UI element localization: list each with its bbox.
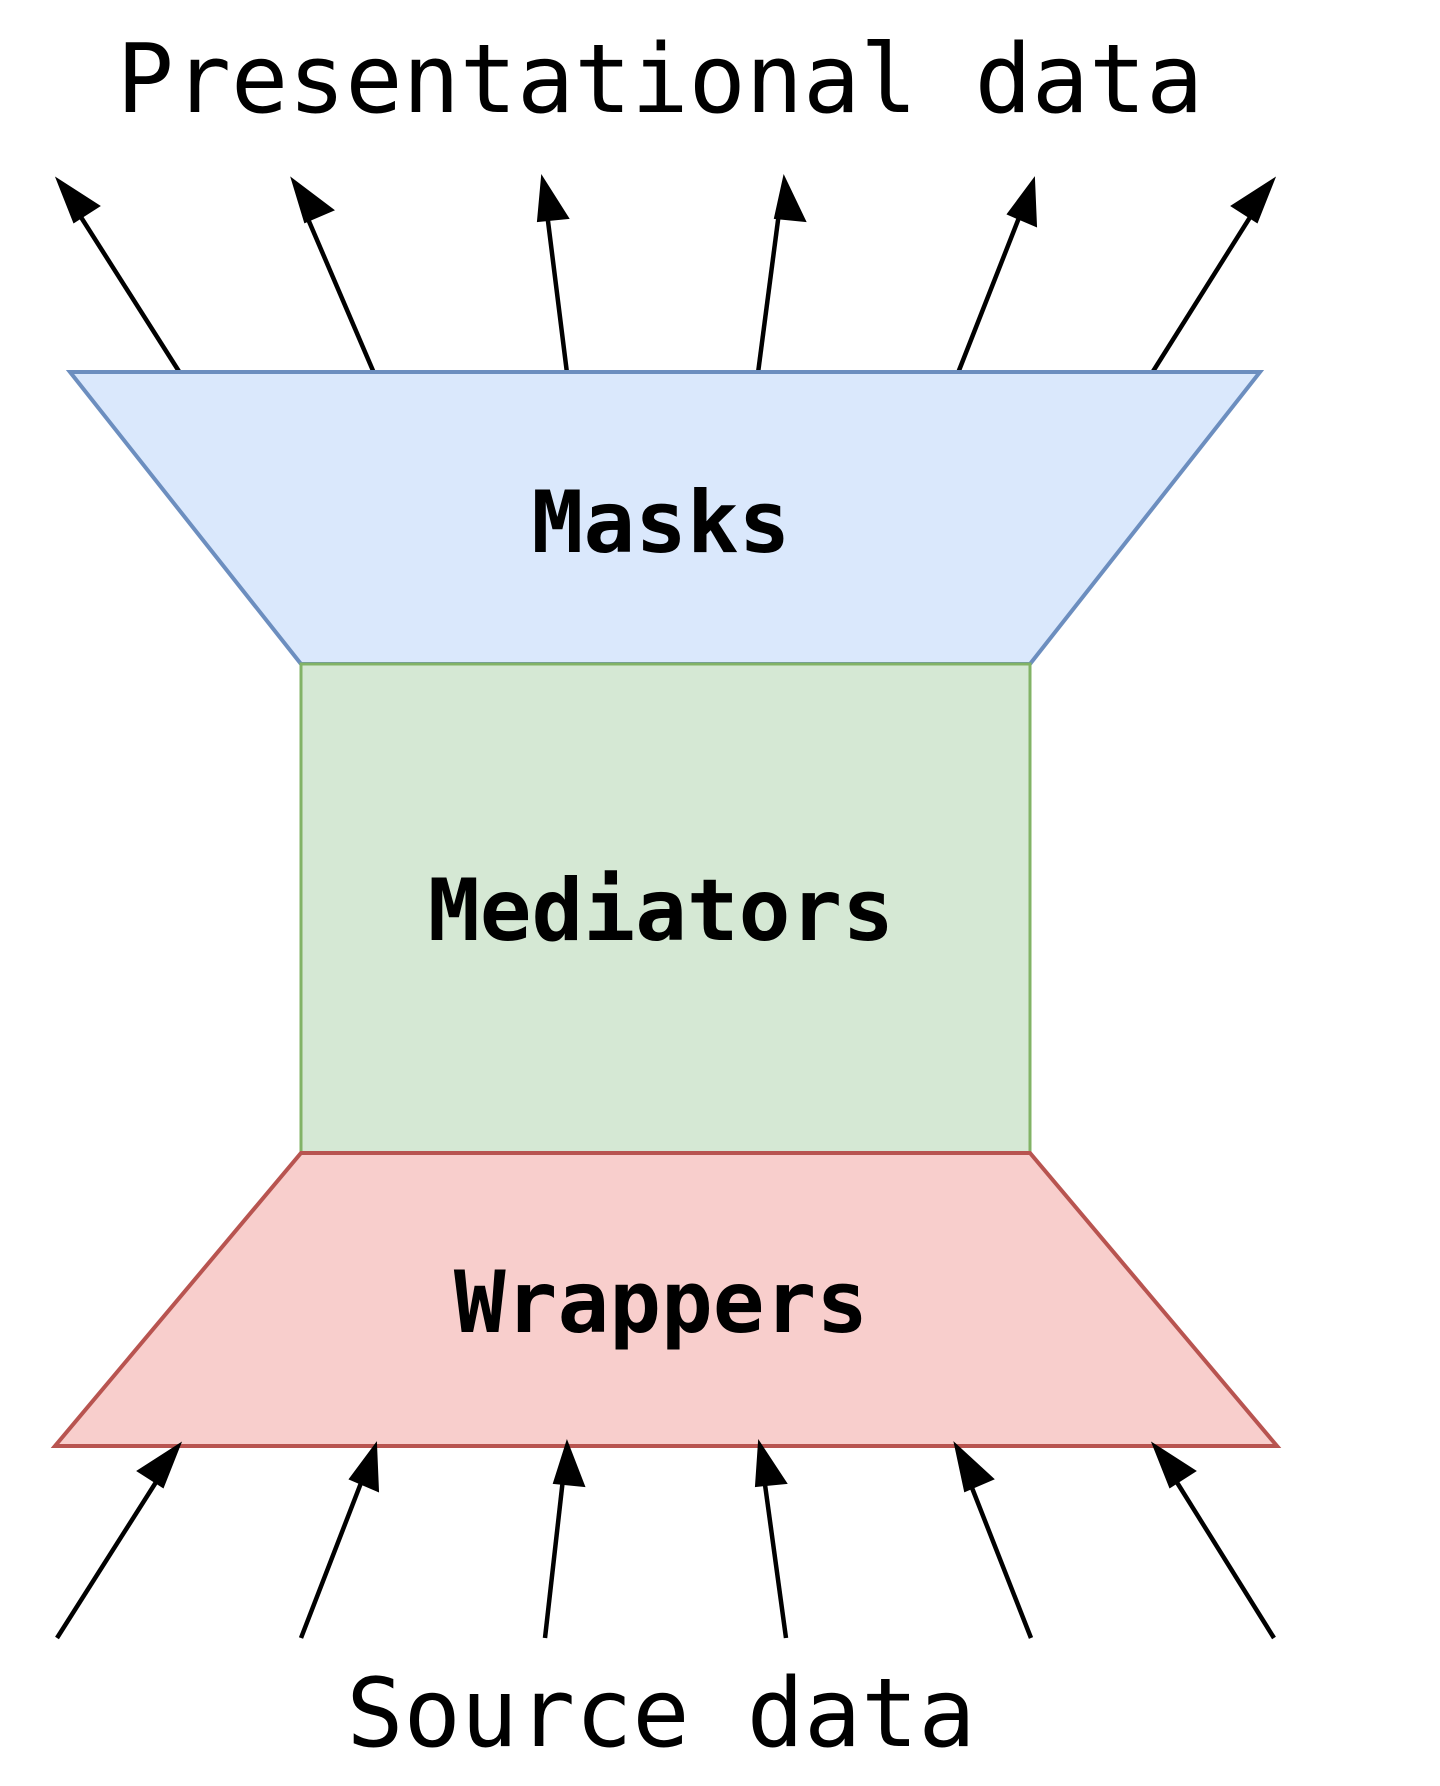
output-arrow bbox=[1150, 176, 1277, 375]
mediators-layer: Mediators bbox=[299, 662, 1032, 1155]
output-arrow bbox=[755, 173, 807, 374]
input-arrow bbox=[542, 1438, 586, 1639]
wrappers-label: Wrappers bbox=[454, 1253, 868, 1353]
presentational-data-label: Presentational data bbox=[117, 25, 1204, 135]
input-arrows bbox=[55, 1438, 1276, 1640]
output-arrow bbox=[955, 176, 1038, 374]
output-arrow bbox=[536, 173, 570, 374]
masks-label: Masks bbox=[532, 473, 791, 573]
input-arrow bbox=[55, 1441, 183, 1640]
masks-layer: Masks bbox=[65, 370, 1265, 666]
input-arrow bbox=[953, 1441, 1034, 1639]
input-arrow bbox=[1150, 1441, 1276, 1640]
output-arrows bbox=[54, 173, 1277, 375]
output-arrow bbox=[290, 176, 377, 374]
output-arrow bbox=[54, 176, 182, 375]
input-arrow bbox=[298, 1441, 380, 1639]
mediators-shape bbox=[299, 662, 1032, 1155]
wrappers-shape bbox=[50, 1151, 1282, 1448]
source-data-label: Source data bbox=[346, 1659, 975, 1769]
input-arrow bbox=[754, 1438, 789, 1639]
mediators-label: Mediators bbox=[428, 861, 894, 961]
wrappers-layer: Wrappers bbox=[50, 1151, 1282, 1448]
